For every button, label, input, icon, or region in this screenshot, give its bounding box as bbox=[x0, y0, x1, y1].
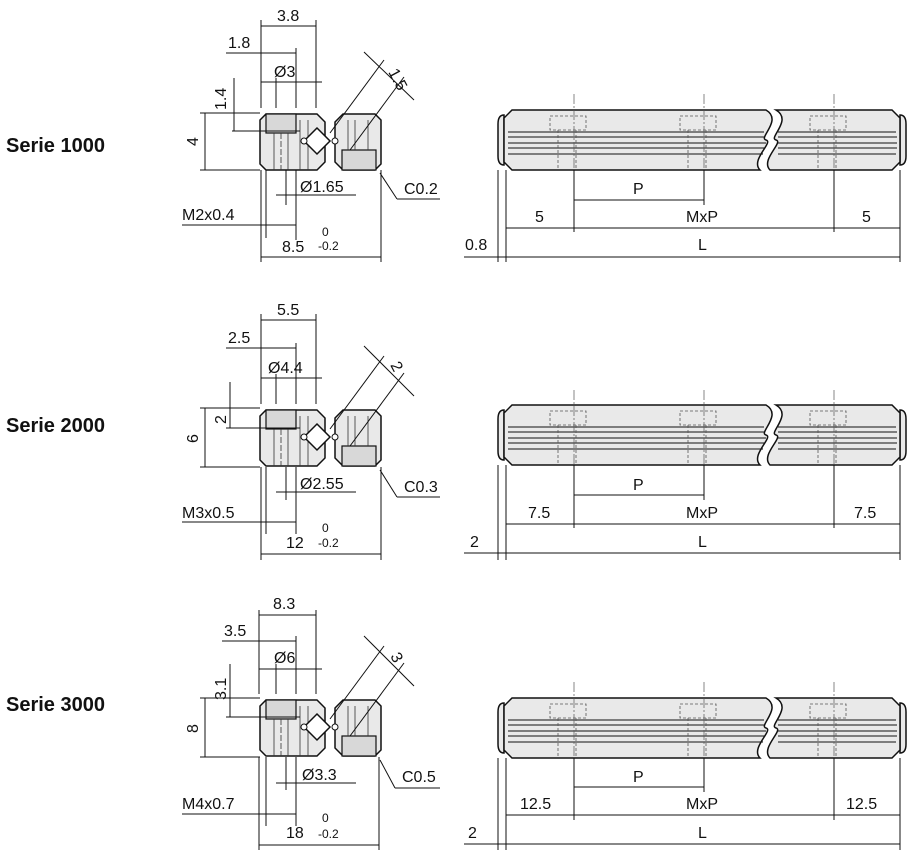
dim-5-right-1000: 5 bbox=[862, 209, 871, 226]
dia-1-65: Ø1.65 bbox=[300, 179, 344, 196]
dim-12-5-right: 12.5 bbox=[846, 796, 877, 813]
dim-p-2000: P bbox=[633, 477, 644, 494]
chamfer-c0-3: C0.3 bbox=[404, 479, 438, 496]
dim-l-2000: L bbox=[698, 534, 707, 551]
dim-12: 12 bbox=[286, 535, 304, 552]
dia-4-4: Ø4.4 bbox=[268, 360, 303, 377]
dim-4: 4 bbox=[185, 137, 202, 146]
dim-mxp-2000: MxP bbox=[686, 505, 718, 522]
dim-mxp-1000: MxP bbox=[686, 209, 718, 226]
dim-2-end-3000: 2 bbox=[468, 825, 477, 842]
tol-up-1000: 0 bbox=[322, 225, 329, 239]
rail-2000 bbox=[497, 404, 907, 466]
dim-8-3: 8.3 bbox=[273, 596, 295, 613]
series-1000-label: Serie 1000 bbox=[6, 135, 105, 157]
tol-low-3000: -0.2 bbox=[318, 827, 339, 841]
dia-6: Ø6 bbox=[274, 650, 295, 667]
dim-l-3000: L bbox=[698, 825, 707, 842]
dia-3-3: Ø3.3 bbox=[302, 767, 337, 784]
dim-3-1: 3.1 bbox=[213, 678, 230, 700]
dim-12-5-left: 12.5 bbox=[520, 796, 551, 813]
dim-mxp-3000: MxP bbox=[686, 796, 718, 813]
thread-m3: M3x0.5 bbox=[182, 505, 235, 522]
dim-2-diag: 2 bbox=[386, 359, 405, 375]
dim-5-left-1000: 5 bbox=[535, 209, 544, 226]
dim-3-5: 3.5 bbox=[224, 623, 246, 640]
cross-section-1000 bbox=[259, 113, 382, 171]
rail-3000 bbox=[497, 697, 907, 759]
series-3000-drawing: 8.3 3.5 Ø6 3.1 8 3 Ø3.3 C0.5 M4x0.7 18 0 bbox=[182, 596, 907, 850]
dim-6: 6 bbox=[185, 434, 202, 443]
dim-3-diag: 3 bbox=[386, 650, 405, 666]
thread-m4: M4x0.7 bbox=[182, 796, 235, 813]
dim-8: 8 bbox=[185, 724, 202, 733]
dim-2-5: 2.5 bbox=[228, 330, 250, 347]
series-2000-drawing: 5.5 2.5 Ø4.4 2 6 2 Ø2.55 C0.3 M3x0.5 12 … bbox=[182, 302, 907, 560]
dim-p-3000: P bbox=[633, 769, 644, 786]
dim-7-5-left: 7.5 bbox=[528, 505, 550, 522]
dim-1-8: 1.8 bbox=[228, 35, 250, 52]
dim-1-4: 1.4 bbox=[213, 88, 230, 110]
dia-3: Ø3 bbox=[274, 64, 295, 81]
dim-7-5-right: 7.5 bbox=[854, 505, 876, 522]
tol-low-1000: -0.2 bbox=[318, 239, 339, 253]
dim-2: 2 bbox=[213, 415, 230, 424]
thread-m2: M2x0.4 bbox=[182, 207, 235, 224]
dim-3-8: 3.8 bbox=[277, 8, 299, 25]
dim-2-end: 2 bbox=[470, 534, 479, 551]
dim-5-5: 5.5 bbox=[277, 302, 299, 319]
rail-1000 bbox=[497, 109, 907, 171]
cross-section-3000 bbox=[259, 699, 382, 757]
dim-0-8: 0.8 bbox=[465, 237, 487, 254]
dim-p-1000: P bbox=[633, 181, 644, 198]
cross-section-2000 bbox=[259, 409, 382, 467]
tol-up-2000: 0 bbox=[322, 521, 329, 535]
tol-up-3000: 0 bbox=[322, 811, 329, 825]
dim-18: 18 bbox=[286, 825, 304, 842]
dim-8-5: 8.5 bbox=[282, 239, 304, 256]
series-1000-drawing: 3.8 1.8 Ø3 1.4 4 1.5 Ø1.65 C0.2 M2x0.4 bbox=[182, 8, 907, 262]
tol-low-2000: -0.2 bbox=[318, 536, 339, 550]
series-3000-label: Serie 3000 bbox=[6, 694, 105, 716]
dia-2-55: Ø2.55 bbox=[300, 476, 344, 493]
series-2000-label: Serie 2000 bbox=[6, 415, 105, 437]
chamfer-c0-5: C0.5 bbox=[402, 769, 436, 786]
dim-l-1000: L bbox=[698, 237, 707, 254]
dim-1-5: 1.5 bbox=[384, 66, 409, 94]
chamfer-c0-2: C0.2 bbox=[404, 181, 438, 198]
